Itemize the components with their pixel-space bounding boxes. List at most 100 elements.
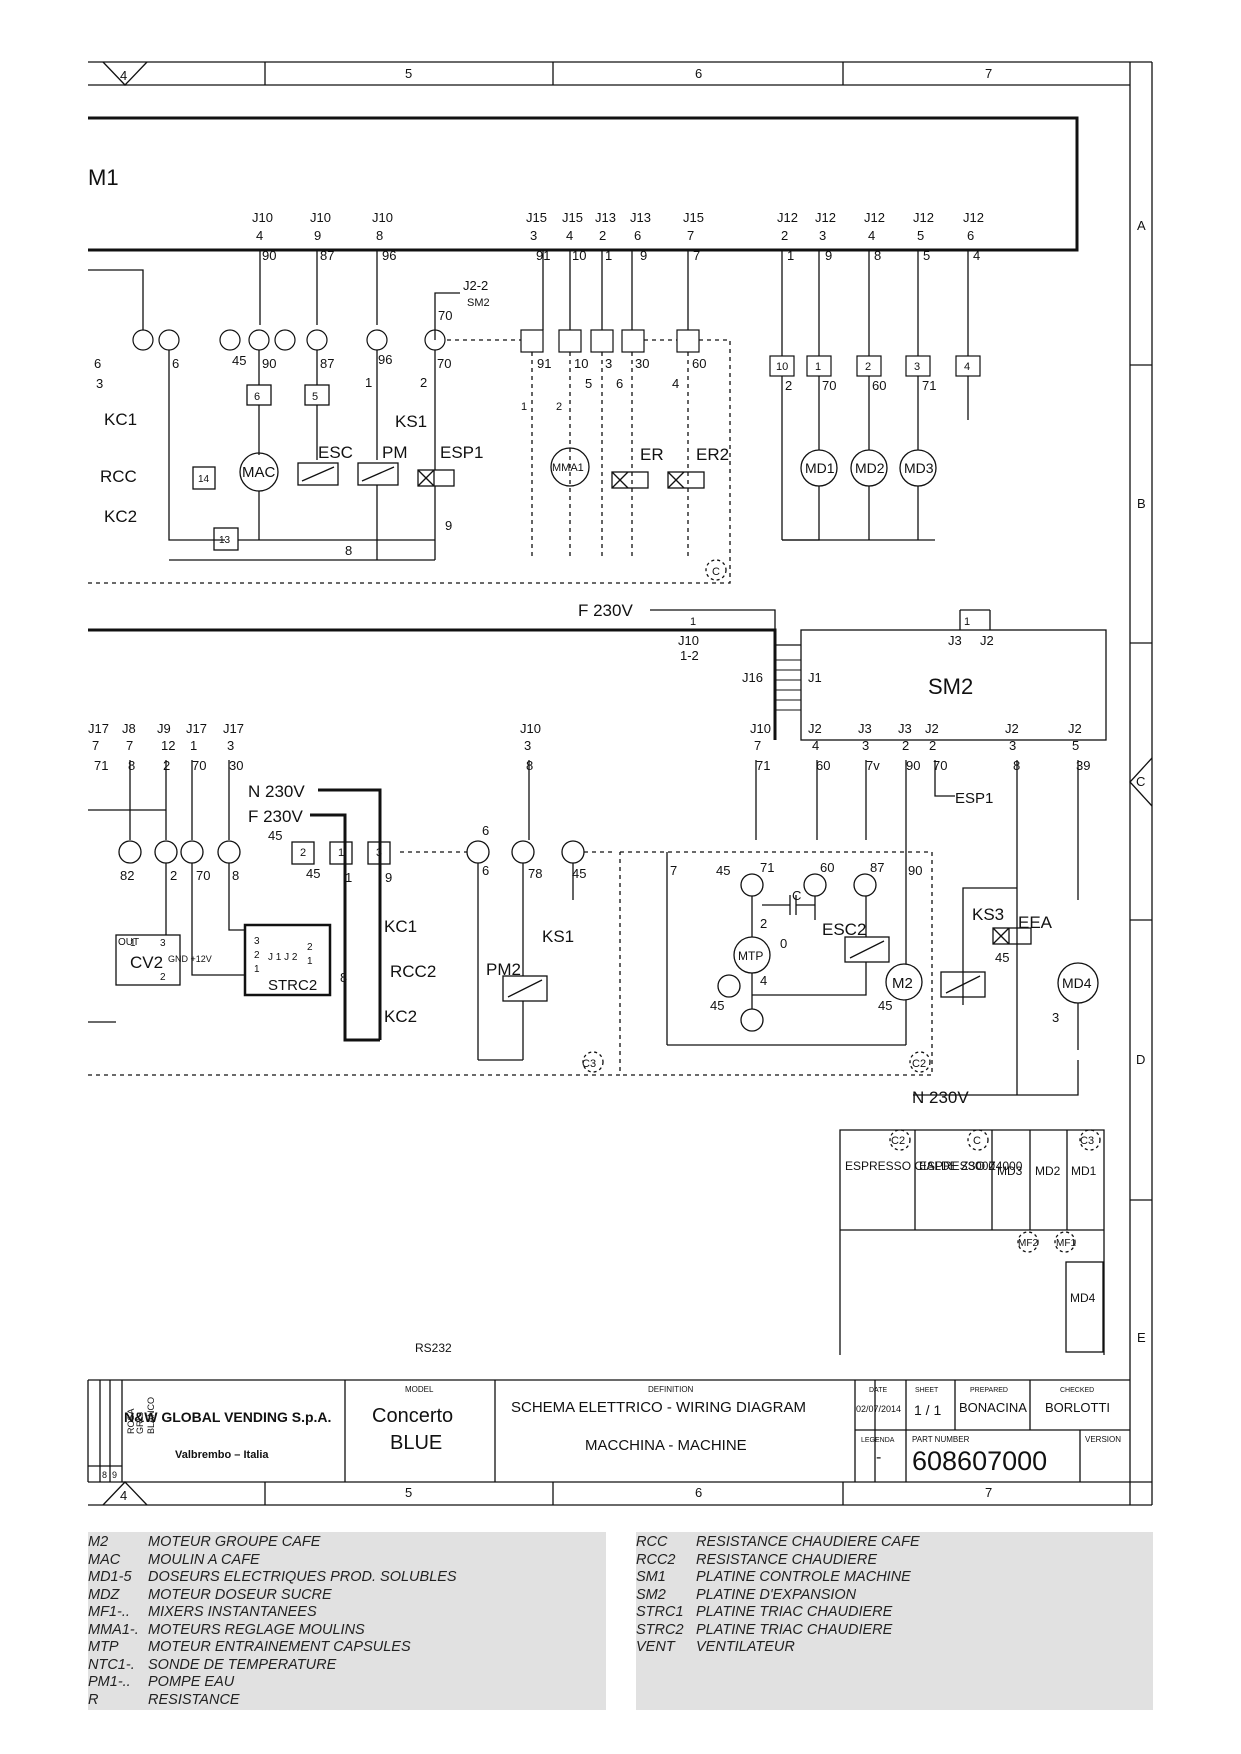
bottom-connector-pin-5: 3 <box>524 738 531 753</box>
w60-md: 60 <box>872 378 886 393</box>
legend-code: MF1-.. <box>88 1604 130 1620</box>
grid-cell-z3000: ESPRESSO CIALDE Z3000 <box>845 1159 995 1173</box>
j10-label: J10 <box>678 633 699 648</box>
connector-pin-2: 8 <box>376 228 383 243</box>
connector-j-5: J13 <box>595 210 616 225</box>
sm2-connector-wire-3: 70 <box>933 758 947 773</box>
legend-code: STRC1 <box>636 1604 684 1620</box>
legend-desc: MOTEUR ENTRAINEMENT CAPSULES <box>148 1639 411 1655</box>
definition-line1: SCHEMA ELETTRICO - WIRING DIAGRAM <box>511 1399 806 1416</box>
connector-wire-9: 9 <box>825 248 832 263</box>
legend-desc: PLATINE TRIAC CHAUDIERE <box>696 1604 893 1620</box>
color-blanco: BLANCO <box>146 1397 156 1434</box>
connector-wire-5: 1 <box>605 248 612 263</box>
connector-pin-1: 9 <box>314 228 321 243</box>
model-line2: BLUE <box>390 1432 442 1454</box>
w82: 82 <box>120 868 134 883</box>
bottom-connector-wire-1: 8 <box>128 758 135 773</box>
bottom-connector-labels: J17771J878J9122J17170J17330J1038J10771J2… <box>88 721 1090 773</box>
w45e-b: 45 <box>710 998 724 1013</box>
legend-code: RCC <box>636 1534 668 1550</box>
bottom-connector-wire-2: 2 <box>163 758 170 773</box>
legend-code: MD1-5 <box>88 1569 132 1585</box>
sq-1: 1 <box>338 847 344 859</box>
j16-label: J16 <box>742 670 763 685</box>
cv2-label: CV2 <box>130 953 163 972</box>
md1-label: MD1 <box>805 460 835 476</box>
definition-label: DEFINITION <box>648 1385 694 1394</box>
esc2-label: ESC2 <box>822 920 866 939</box>
j22-label: J2-2 <box>463 278 488 293</box>
connector-pin-10: 4 <box>868 228 875 243</box>
rs232-label: RS232 <box>415 1341 452 1355</box>
date-value: 02/07/2014 <box>856 1404 901 1414</box>
j10-pins: 1-2 <box>680 648 699 663</box>
f230-label-2: F 230V <box>248 807 303 826</box>
w45c-b: 45 <box>572 866 586 881</box>
connector-j-8: J12 <box>777 210 798 225</box>
grid-ref-c: C <box>973 1135 981 1147</box>
ks1-bottom-label: KS1 <box>542 927 574 946</box>
sm2-connector-wire-0: 60 <box>816 758 830 773</box>
w2m: 2 <box>760 916 767 931</box>
box-13: 13 <box>219 535 231 546</box>
connector-j-3: J15 <box>526 210 547 225</box>
md4-label: MD4 <box>1062 975 1092 991</box>
connector-pin-11: 5 <box>917 228 924 243</box>
strc2-a3: 3 <box>254 936 260 947</box>
cap-c: C <box>792 888 801 903</box>
m2-label: M2 <box>892 975 913 992</box>
connector-wire-7: 7 <box>693 248 700 263</box>
color-8: 8 <box>102 1470 107 1480</box>
connector-pin-8: 2 <box>781 228 788 243</box>
box-10: 10 <box>776 361 788 373</box>
w10: 10 <box>574 356 588 371</box>
w45d-b: 45 <box>716 863 730 878</box>
w60-b: 60 <box>820 860 834 875</box>
sm2-connector-j-5: J2 <box>1068 721 1082 736</box>
grid-cell-z4000: ESPRESSO Z4000 <box>919 1159 1023 1173</box>
legend-desc: VENTILATEUR <box>696 1639 795 1655</box>
j1-label: J1 <box>808 670 822 685</box>
ref-c: C <box>712 566 720 578</box>
box-3: 3 <box>914 361 920 373</box>
n3-a: 3 <box>96 376 103 391</box>
legend-desc: MOTEUR GROUPE CAFE <box>148 1534 321 1550</box>
legend-row: STRC1 PLATINE TRIAC CHAUDIERE <box>636 1604 1153 1622</box>
mtp-label: MTP <box>738 949 763 963</box>
bottom-connector-j-0: J17 <box>88 721 109 736</box>
kc2-bottom-label: KC2 <box>384 1007 417 1026</box>
board-label-m1: M1 <box>88 165 119 190</box>
connector-pin-7: 7 <box>687 228 694 243</box>
kc2-label: KC2 <box>104 507 137 526</box>
company-location: Valbrembo – Italia <box>175 1449 269 1461</box>
legenda-label: LEGENDA <box>861 1437 895 1444</box>
w0: 0 <box>780 936 787 951</box>
cv2-p1: 1 <box>130 938 136 949</box>
n6-b: 6 <box>172 356 179 371</box>
x1: 1 <box>365 375 372 390</box>
ks1-label: KS1 <box>395 412 427 431</box>
connector-pin-3: 3 <box>530 228 537 243</box>
connector-pin-6: 6 <box>634 228 641 243</box>
legend-desc: RESISTANCE <box>148 1691 240 1708</box>
w70-md: 70 <box>822 378 836 393</box>
legenda-value: - <box>876 1449 881 1466</box>
strc2-b2: 2 <box>307 942 313 953</box>
pm-label: PM <box>382 443 408 462</box>
esc-label: ESC <box>318 443 353 462</box>
w3: 3 <box>605 356 612 371</box>
connector-j-7: J15 <box>683 210 704 225</box>
n6-a: 6 <box>94 356 101 371</box>
bottom-connector-pin-2: 12 <box>161 738 175 753</box>
legend-desc: PLATINE D'EXPANSION <box>696 1586 857 1603</box>
sm2-connector-pin-0: 4 <box>812 738 819 753</box>
box-2: 2 <box>865 361 871 373</box>
bottom-connector-pin-0: 7 <box>92 738 99 753</box>
w70-b: 70 <box>196 868 210 883</box>
